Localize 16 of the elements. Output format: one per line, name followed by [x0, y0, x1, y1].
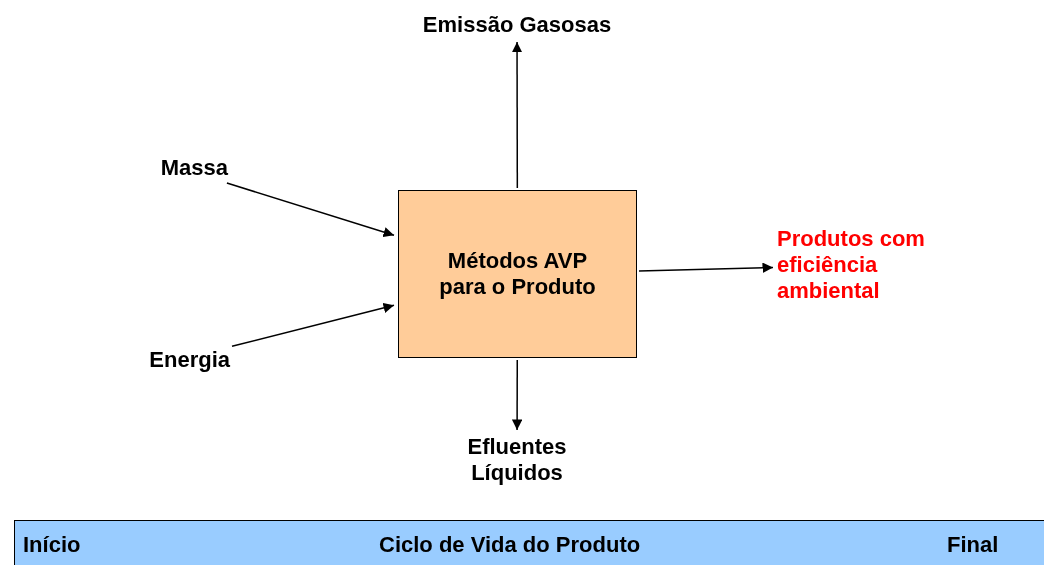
band-title: Ciclo de Vida do Produto	[379, 532, 641, 558]
arrow	[231, 302, 395, 348]
arrow	[511, 41, 523, 189]
input-label: Energia	[126, 347, 230, 373]
arrow	[511, 359, 523, 431]
output-label: Efluentes Líquidos	[440, 434, 594, 486]
arrow	[226, 182, 395, 238]
output-label: Emissão Gasosas	[380, 12, 654, 38]
output-label: Produtos com eficiência ambiental	[777, 226, 977, 304]
timeline-band	[14, 520, 1044, 565]
start-label: Início	[23, 532, 81, 558]
process-box	[398, 190, 637, 358]
arrow	[638, 262, 774, 274]
end-label: Final	[947, 532, 999, 558]
input-label: Massa	[130, 155, 228, 181]
process-text: Métodos AVP para o Produto	[438, 248, 597, 300]
